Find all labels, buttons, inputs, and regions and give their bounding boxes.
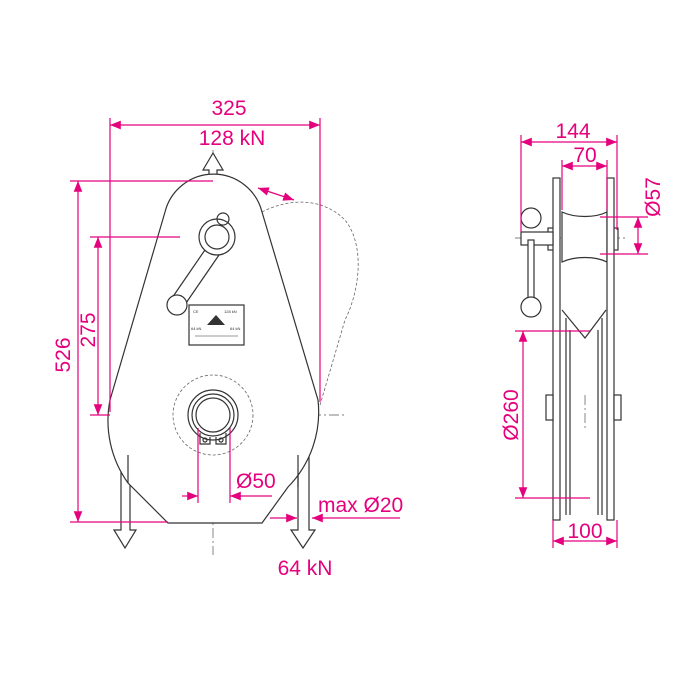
crank-hub-inner: [204, 224, 230, 250]
hub-ring: [191, 393, 235, 437]
top-load-arrow: [201, 151, 225, 182]
left-leg-arrow: [112, 455, 138, 550]
crank-knob-bottom: [520, 296, 542, 318]
hub-shaft: [195, 397, 231, 433]
crank-shaft: [520, 231, 554, 246]
dim-100-label: 100: [567, 520, 602, 543]
lug-hole: [218, 437, 224, 443]
dim-526-label: 526: [52, 337, 75, 372]
side-view: 144 70 Ø57 Ø260 100: [500, 120, 665, 548]
name-plate: CE 128 kN 64 kN 64 kN: [188, 304, 245, 346]
side-plate-left: [552, 177, 561, 521]
crank-pin: [216, 212, 230, 226]
lug-hole: [202, 437, 208, 443]
front-view: CE 128 kN 64 kN 64 kN 325 128 kN 526: [52, 97, 403, 580]
sheave-boss-left: [545, 394, 554, 421]
crank-knob-top: [520, 207, 542, 229]
dimension-rope: max Ø20: [270, 494, 403, 523]
dimension-526: 526: [52, 180, 213, 523]
swing-profile: [261, 201, 359, 406]
dimension-144: 144: [520, 120, 618, 232]
dim-70-label: 70: [573, 144, 596, 167]
dim-d57-label: Ø57: [642, 177, 665, 217]
dimension-325: 325 128 kN: [109, 97, 321, 412]
crank-rod: [527, 239, 535, 303]
dimension-d57: Ø57: [600, 177, 665, 255]
dimension-100: 100: [552, 520, 618, 548]
dim-d260-label: Ø260: [500, 389, 523, 440]
dim-rope-label: max Ø20: [318, 494, 403, 517]
circlip-lugs: [199, 433, 227, 445]
hub-bolt-circle: [172, 374, 254, 456]
dimension-d260: Ø260: [500, 330, 590, 499]
plate-ce: CE: [193, 309, 199, 314]
leg-joints: [127, 455, 299, 487]
dim-275-label: 275: [77, 312, 100, 347]
plate-right-load: 64 kN: [230, 326, 241, 331]
crank-knob: [166, 294, 188, 316]
hub-outer: [187, 389, 239, 441]
dimension-70: 70: [561, 144, 608, 210]
dim-d50-label: Ø50: [236, 470, 276, 493]
dim-325-label: 325: [211, 97, 246, 120]
plate-top-load: 128 kN: [224, 309, 237, 314]
plate-left-load: 64 kN: [191, 326, 202, 331]
top-load-label: 128 kN: [199, 127, 266, 150]
rotation-arrow: [257, 187, 295, 201]
dimension-275: 275: [77, 236, 180, 416]
dim-144-label: 144: [555, 120, 590, 143]
right-leg-arrow: [289, 455, 317, 550]
winch-body: [107, 173, 320, 524]
sheave-groove: [561, 309, 607, 515]
leg-load-label: 64 kN: [278, 557, 333, 580]
side-plate-right: [606, 177, 615, 521]
crank-hub: [198, 218, 236, 256]
sheave-boss-right: [613, 394, 622, 421]
dimension-d50: Ø50: [182, 428, 276, 503]
